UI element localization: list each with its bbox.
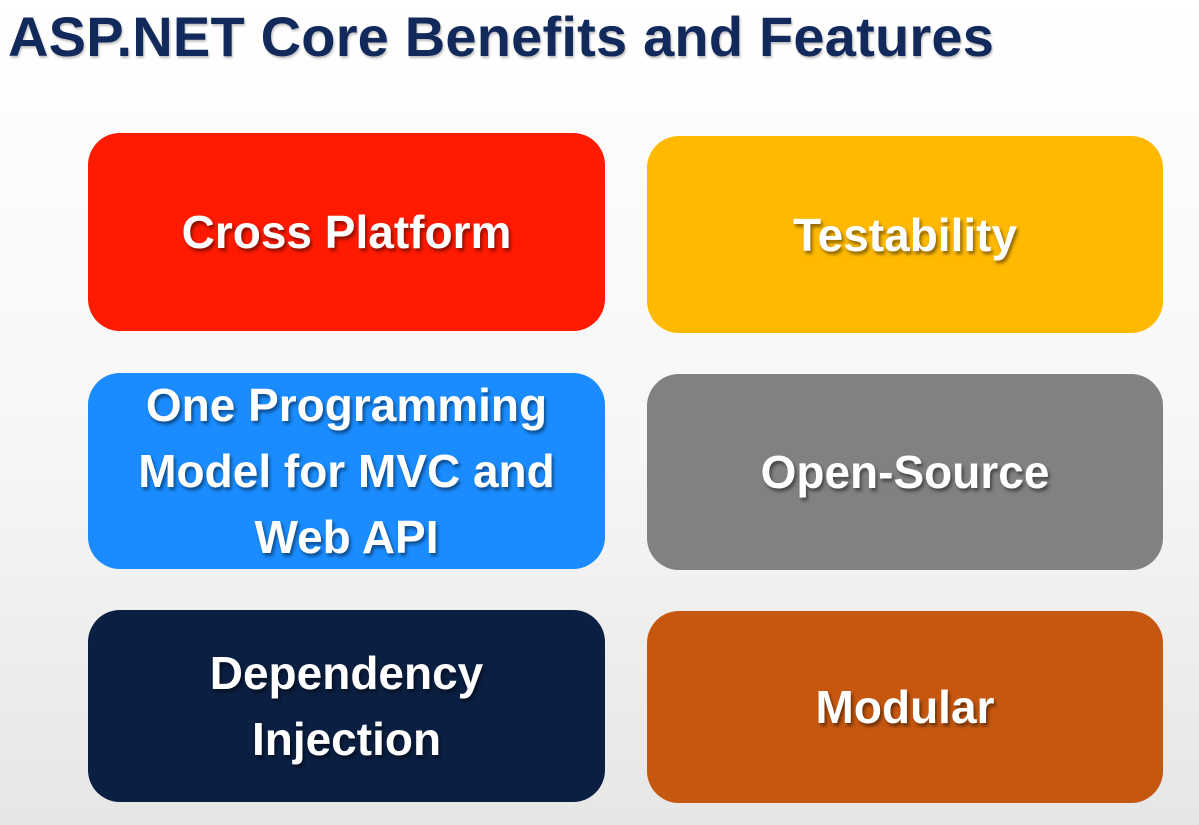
feature-tile-modular: Modular <box>647 611 1163 803</box>
feature-tile-one-programming-model: One Programming Model for MVC and Web AP… <box>88 373 605 569</box>
feature-tile-cross-platform: Cross Platform <box>88 133 605 331</box>
feature-tile-testability: Testability <box>647 136 1163 333</box>
feature-label: Dependency Injection <box>209 647 484 765</box>
feature-label: Cross Platform <box>181 206 512 258</box>
feature-label: Open-Source <box>760 446 1050 498</box>
feature-label: Testability <box>792 208 1018 261</box>
feature-tile-dependency-injection: Dependency Injection <box>88 610 605 802</box>
feature-label: One Programming Model for MVC and Web AP… <box>138 379 555 563</box>
slide-title: ASP.NET Core Benefits and Features <box>8 5 995 68</box>
feature-label: Modular <box>815 681 995 733</box>
feature-tile-open-source: Open-Source <box>647 374 1163 570</box>
